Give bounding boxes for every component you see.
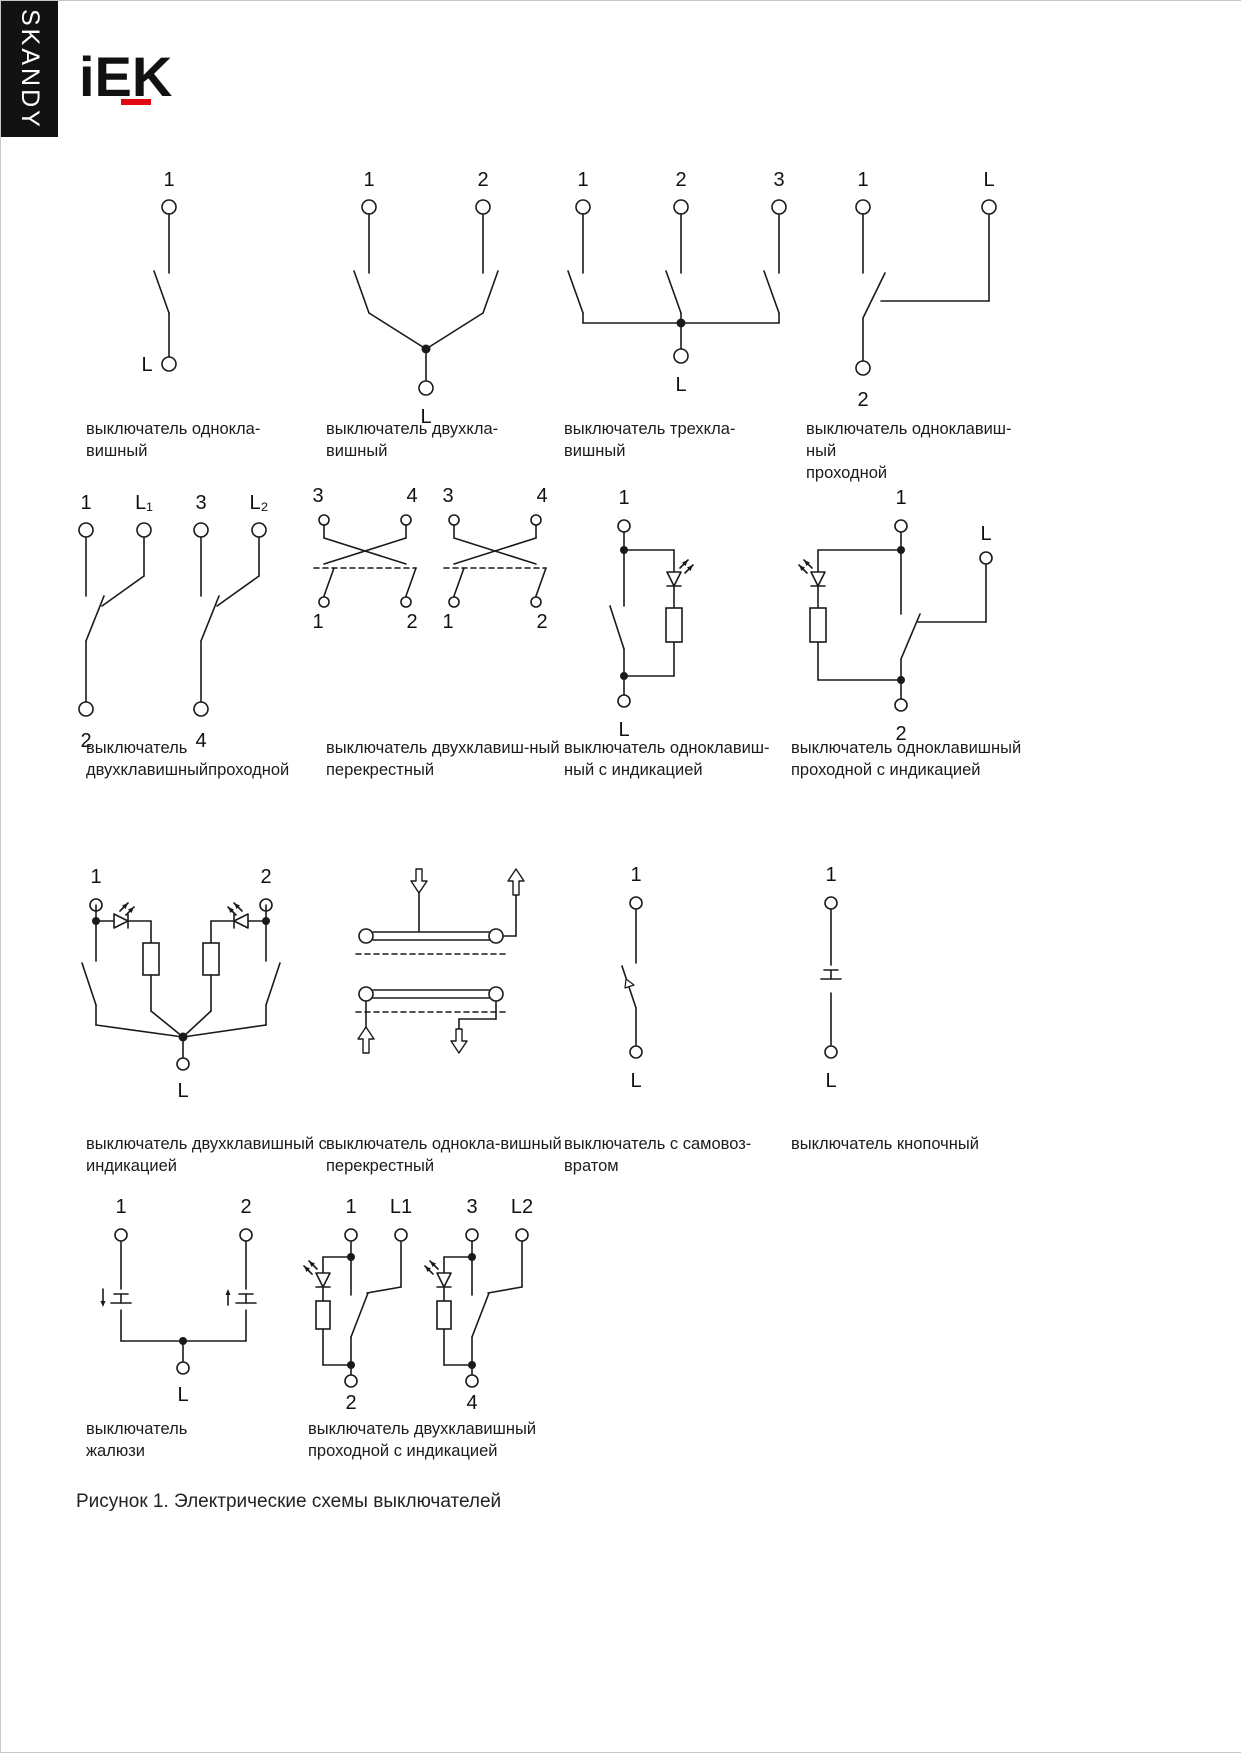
circuit-graphics [81, 898, 281, 1071]
terminal-label: L [141, 354, 152, 376]
terminal-label: 3 [442, 485, 453, 507]
terminal-label: 1 [442, 611, 453, 633]
terminal-label: L [675, 374, 686, 396]
figure-caption: Рисунок 1. Электрические схемы выключате… [76, 1491, 502, 1512]
circuit-two-key-two-way-indicator-switch: 1 L1 3 L2 2 4 [303, 1196, 533, 1414]
terminal-label: L1 [390, 1196, 412, 1218]
terminal-label: 1 [618, 487, 629, 509]
brand-strip: SKANDY [1, 1, 58, 137]
circuit-push-button-switch: 1 L [820, 864, 842, 1092]
circuit-graphics [355, 868, 525, 1054]
diagram-caption: выключатель двухклавишныйпроходной [86, 739, 290, 779]
diagram-caption: выключатель двухкла-вишный [326, 420, 499, 460]
diagram-caption: выключатель трехкла-вишный [564, 420, 736, 460]
circuit-one-key-two-way-indicator-switch: 1 L 2 [798, 487, 993, 745]
terminal-label: 2 [477, 169, 488, 191]
terminal-label: 1 [312, 611, 323, 633]
terminal-label: 1 [895, 487, 906, 509]
circuit-two-key-indicator-switch: 1 2 L [81, 866, 281, 1102]
terminal-label: L [983, 169, 994, 191]
terminal-label: 4 [466, 1392, 477, 1414]
terminal-label: 4 [195, 730, 206, 752]
iek-logo: iEK [79, 49, 199, 119]
circuit-graphics [78, 522, 267, 717]
terminal-label: L [630, 1070, 641, 1092]
diagram-caption: выключатель с самовоз- вратом [564, 1135, 752, 1175]
diagram-caption: выключатель двухклавишный с индикацией [86, 1135, 327, 1175]
terminal-label: 1 [630, 864, 641, 886]
diagram-caption: выключатель двухклавиш-ный перекрестный [326, 739, 560, 779]
terminal-label: 2 [895, 723, 906, 745]
terminal-label: 2 [857, 389, 868, 411]
terminal-label: L [618, 719, 629, 741]
terminal-label: 3 [466, 1196, 477, 1218]
terminal-label: L [177, 1384, 188, 1406]
terminal-label: 1 [857, 169, 868, 191]
logo-accent [121, 99, 151, 105]
terminal-label: L [825, 1070, 836, 1092]
circuit-graphics [153, 199, 177, 372]
terminal-label: 2 [345, 1392, 356, 1414]
circuit-graphics [855, 199, 997, 376]
terminal-label: 2 [536, 611, 547, 633]
circuit-two-key-two-way-switch: 1 L₁ 3 L₂ 2 4 [78, 492, 269, 752]
circuit-three-key-switch: 1 2 3 L [567, 169, 787, 396]
terminal-label: 2 [240, 1196, 251, 1218]
circuit-two-key-crossover-switch: 3 4 1 2 3 4 1 2 [312, 485, 547, 633]
terminal-label: L₂ [250, 492, 269, 514]
circuit-graphics [820, 896, 842, 1059]
circuit-two-key-switch: 1 2 L [353, 169, 499, 428]
circuit-one-key-crossover-switch [355, 868, 525, 1054]
circuit-graphics [353, 199, 499, 396]
circuit-graphics [313, 514, 547, 608]
diagram-caption: выключатель одноклавиш- ный с индикацией [564, 739, 770, 779]
circuit-self-return-switch: 1 L [621, 864, 643, 1092]
terminal-label: 4 [406, 485, 417, 507]
diagram-caption: выключатель однокла-вишный перекрестный [326, 1135, 562, 1175]
terminal-label: 2 [260, 866, 271, 888]
terminal-label: 2 [406, 611, 417, 633]
terminal-label: 2 [675, 169, 686, 191]
circuit-graphics [621, 896, 643, 1059]
diagram-caption: выключатель кнопочный [791, 1135, 979, 1153]
circuit-graphics [100, 1228, 257, 1375]
terminal-label: 2 [80, 730, 91, 752]
diagram-caption: выключатель одноклавишный проходной с ин… [791, 739, 1022, 779]
circuit-one-key-indicator-switch: 1 L [609, 487, 694, 741]
terminal-label: 3 [312, 485, 323, 507]
circuit-single-key-switch: 1 L [141, 169, 177, 376]
diagram-caption: выключатель двухклавишный проходной с ин… [308, 1420, 537, 1460]
diagram-caption: выключатель жалюзи [86, 1420, 188, 1460]
terminal-label: 1 [363, 169, 374, 191]
terminal-label: 4 [536, 485, 547, 507]
circuit-graphics [303, 1228, 529, 1388]
circuit-graphics [798, 519, 993, 712]
terminal-label: 1 [345, 1196, 356, 1218]
diagram-caption: выключатель однокла-вишный [86, 420, 261, 460]
terminal-label: L [420, 406, 431, 428]
circuit-graphics [567, 199, 787, 364]
brand-vertical-text: SKANDY [16, 8, 44, 130]
terminal-label: 1 [90, 866, 101, 888]
terminal-label: L [177, 1080, 188, 1102]
terminal-label: 1 [825, 864, 836, 886]
circuit-blinds-switch: 1 2 L [100, 1196, 257, 1406]
terminal-label: 1 [163, 169, 174, 191]
terminal-label: L₁ [135, 492, 153, 514]
terminal-label: 1 [80, 492, 91, 514]
circuit-graphics [609, 519, 694, 708]
diagram-caption: выключатель одноклавиш-ный проходной [806, 420, 1012, 482]
circuit-one-key-two-way-switch: 1 L 2 [855, 169, 997, 411]
terminal-label: 3 [195, 492, 206, 514]
terminal-label: 1 [577, 169, 588, 191]
terminal-label: L [980, 523, 991, 545]
iek-logo-text: iEK [79, 45, 173, 108]
terminal-label: 3 [773, 169, 784, 191]
terminal-label: L2 [511, 1196, 533, 1218]
terminal-label: 1 [115, 1196, 126, 1218]
